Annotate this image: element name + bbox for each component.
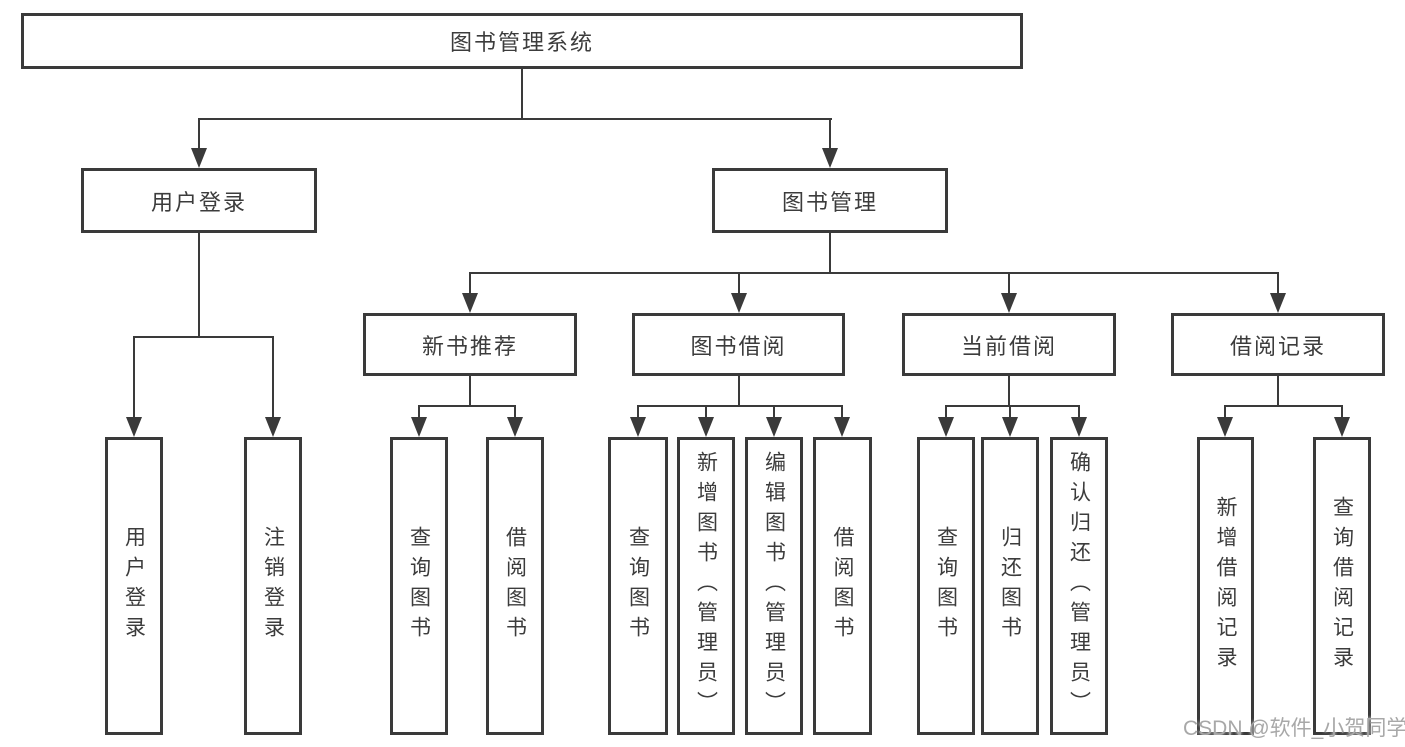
leaf-record-query-record: 查询借阅记录 [1313, 437, 1371, 735]
leaf-current-return-book-label: 归还图书 [998, 526, 1022, 646]
node-new-book-recommend-label: 新书推荐 [421, 333, 518, 359]
node-book-borrow-label: 图书借阅 [690, 333, 787, 359]
arrow-down-icon [1002, 417, 1018, 437]
leaf-user-login-label: 用户登录 [122, 526, 146, 646]
arrow-down-icon [191, 148, 207, 168]
arrow-down-icon [411, 417, 427, 437]
arrow-down-icon [1217, 417, 1233, 437]
connector-line [133, 336, 274, 338]
leaf-borrow-query-book-label: 查询图书 [626, 526, 650, 646]
connector-line [418, 405, 420, 418]
node-book-management: 图书管理 [712, 168, 948, 233]
connector-line [1009, 405, 1011, 418]
node-book-management-label: 图书管理 [781, 189, 878, 215]
connector-line [738, 376, 740, 407]
arrow-down-icon [265, 417, 281, 437]
watermark: CSDN @软件_小贺同学 [1183, 717, 1405, 740]
leaf-current-confirm-return-admin: 确认归还（管理员） [1050, 437, 1108, 735]
leaf-newrec-query-book: 查询图书 [390, 437, 448, 735]
arrow-down-icon [1001, 293, 1017, 313]
node-library-system: 图书管理系统 [21, 13, 1023, 69]
connector-line [773, 405, 775, 418]
connector-line [198, 118, 200, 149]
connector-line [133, 336, 135, 418]
connector-line [1078, 405, 1080, 418]
connector-line [829, 118, 831, 149]
leaf-current-confirm-return-admin-label: 确认归还（管理员） [1067, 451, 1091, 721]
arrow-down-icon [938, 417, 954, 437]
connector-line [469, 272, 471, 294]
leaf-record-add-record: 新增借阅记录 [1197, 437, 1254, 735]
connector-line [841, 405, 843, 418]
connector-line [469, 376, 471, 407]
leaf-current-query-book: 查询图书 [917, 437, 975, 735]
leaf-borrow-borrow-book-label: 借阅图书 [831, 526, 854, 646]
node-user-login: 用户登录 [81, 168, 317, 233]
node-borrow-record: 借阅记录 [1171, 313, 1385, 376]
connector-line [1224, 405, 1226, 418]
node-user-login-label: 用户登录 [150, 189, 247, 215]
connector-line [1008, 376, 1010, 407]
arrow-down-icon [630, 417, 646, 437]
arrow-down-icon [1071, 417, 1087, 437]
connector-line [1277, 272, 1279, 294]
leaf-newrec-borrow-book: 借阅图书 [486, 437, 544, 735]
leaf-borrow-add-book-admin-label: 新增图书（管理员） [694, 451, 718, 721]
connector-line [198, 233, 200, 338]
leaf-borrow-edit-book-admin-label: 编辑图书（管理员） [762, 451, 786, 721]
connector-line [418, 405, 516, 407]
arrow-down-icon [822, 148, 838, 168]
arrow-down-icon [462, 293, 478, 313]
connector-line [1341, 405, 1343, 418]
node-current-borrow: 当前借阅 [902, 313, 1116, 376]
arrow-down-icon [1334, 417, 1350, 437]
node-new-book-recommend: 新书推荐 [363, 313, 577, 376]
leaf-borrow-add-book-admin: 新增图书（管理员） [677, 437, 735, 735]
connector-line [637, 405, 639, 418]
leaf-logout-login: 注销登录 [244, 437, 302, 735]
leaf-record-add-record-label: 新增借阅记录 [1214, 496, 1237, 676]
connector-line [738, 272, 740, 294]
connector-line [514, 405, 516, 418]
connector-line [272, 336, 274, 418]
leaf-borrow-borrow-book: 借阅图书 [813, 437, 872, 735]
connector-line [469, 272, 1279, 274]
connector-line [1008, 272, 1010, 294]
connector-line [945, 405, 1080, 407]
connector-line [829, 233, 831, 274]
node-current-borrow-label: 当前借阅 [960, 333, 1057, 359]
node-library-system-label: 图书管理系统 [449, 30, 594, 55]
connector-line [637, 405, 843, 407]
connector-line [521, 68, 523, 120]
leaf-newrec-borrow-book-label: 借阅图书 [503, 526, 527, 646]
connector-line [198, 118, 832, 120]
connector-line [1224, 405, 1343, 407]
arrow-down-icon [731, 293, 747, 313]
arrow-down-icon [766, 417, 782, 437]
leaf-current-return-book: 归还图书 [981, 437, 1039, 735]
arrow-down-icon [126, 417, 142, 437]
node-book-borrow: 图书借阅 [632, 313, 845, 376]
connector-line [705, 405, 707, 418]
leaf-borrow-query-book: 查询图书 [608, 437, 668, 735]
node-borrow-record-label: 借阅记录 [1229, 333, 1326, 359]
arrow-down-icon [834, 417, 850, 437]
leaf-logout-login-label: 注销登录 [261, 526, 285, 646]
connector-line [945, 405, 947, 418]
arrow-down-icon [507, 417, 523, 437]
leaf-borrow-edit-book-admin: 编辑图书（管理员） [745, 437, 803, 735]
arrow-down-icon [698, 417, 714, 437]
arrow-down-icon [1270, 293, 1286, 313]
leaf-user-login: 用户登录 [105, 437, 163, 735]
leaf-record-query-record-label: 查询借阅记录 [1330, 496, 1354, 676]
connector-line [1277, 376, 1279, 407]
leaf-newrec-query-book-label: 查询图书 [407, 526, 431, 646]
leaf-current-query-book-label: 查询图书 [934, 526, 958, 646]
